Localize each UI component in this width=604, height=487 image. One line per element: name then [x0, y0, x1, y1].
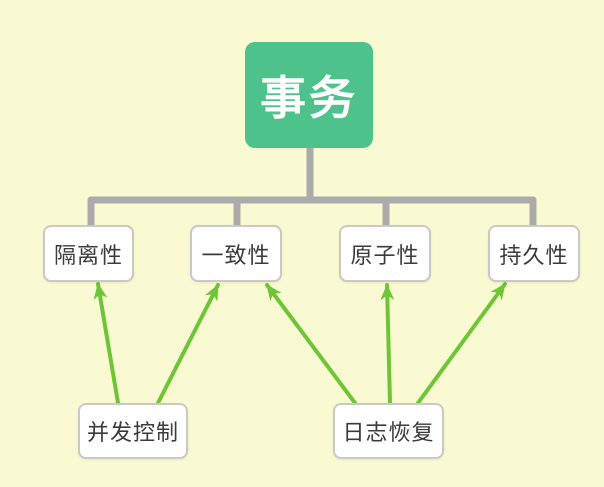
node-log-recovery[interactable]: 日志恢复 [333, 403, 444, 459]
arrow-concurrency-control-to-consistency [156, 283, 220, 405]
node-consistency[interactable]: 一致性 [190, 225, 282, 282]
arrow-log-recovery-to-durability [416, 282, 507, 405]
tree-connector [87, 196, 537, 226]
node-atomicity[interactable]: 原子性 [339, 225, 431, 282]
arrow-concurrency-control-to-isolation [93, 282, 120, 405]
arrow-log-recovery-to-atomicity [380, 283, 395, 405]
arrow-log-recovery-to-consistency [265, 283, 357, 405]
node-isolation[interactable]: 隔离性 [43, 225, 134, 282]
node-concurrency-control[interactable]: 并发控制 [78, 403, 188, 459]
node-durability[interactable]: 持久性 [488, 225, 580, 282]
node-transaction[interactable]: 事务 [245, 42, 373, 148]
